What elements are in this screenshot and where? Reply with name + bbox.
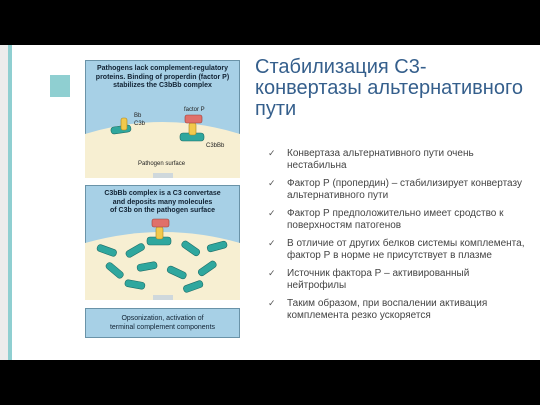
slide-title: Стабилизация С3-конвертазы альтернативно… (255, 56, 523, 120)
figure-arrow-2 (153, 295, 173, 300)
checkmark-icon: ✓ (268, 239, 276, 249)
bullet-text: В отличие от других белков системы компл… (287, 238, 525, 261)
label-c3b: C3b (134, 121, 146, 127)
label-bb: Bb (134, 113, 142, 119)
label-c3bbb: C3bBb (206, 143, 225, 149)
bullet-item: ✓ Фактор Р предположительно имеет сродст… (268, 208, 530, 232)
figure-top-drawing (85, 114, 240, 178)
label-pathogen-surface: Pathogen surface (138, 161, 186, 167)
bullet-text: Конвертаза альтернативного пути очень не… (287, 148, 474, 171)
pathogen-surface-shape (85, 122, 240, 178)
checkmark-icon: ✓ (268, 179, 276, 189)
complement-figure: Pathogens lack complement-regulatory pro… (85, 60, 240, 345)
accent-tab (50, 75, 70, 97)
figure-middle-caption: C3bBb complex is a C3 convertase and dep… (104, 190, 221, 214)
top-letterbox (0, 0, 540, 45)
bullet-item: ✓ Фактор Р (пропердин) – стабилизирует к… (268, 178, 530, 202)
bullet-list: ✓ Конвертаза альтернативного пути очень … (268, 148, 530, 328)
checkmark-icon: ✓ (268, 299, 276, 309)
accent-bar (8, 45, 12, 360)
bottom-letterbox (0, 360, 540, 405)
bullet-item: ✓ Конвертаза альтернативного пути очень … (268, 148, 530, 172)
figure-panel-middle: C3bBb complex is a C3 convertase and dep… (85, 185, 240, 300)
bullet-text: Таким образом, при воспалении активация … (287, 298, 488, 321)
checkmark-icon: ✓ (268, 209, 276, 219)
checkmark-icon: ✓ (268, 149, 276, 159)
figure-panel-bottom: Opsonization, activation of terminal com… (85, 308, 240, 338)
bullet-text: Фактор Р предположительно имеет сродство… (287, 208, 504, 231)
figure-arrow-1 (153, 173, 173, 178)
c3b-molecule-left (110, 117, 132, 135)
c3bbb-factor-p-complex (179, 114, 205, 142)
bullet-item: ✓ Источник фактора Р – активированный не… (268, 268, 530, 292)
figure-panel-top: Pathogens lack complement-regulatory pro… (85, 60, 240, 178)
figure-top-caption: Pathogens lack complement-regulatory pro… (95, 65, 230, 89)
label-factor-p: factor P (184, 107, 205, 113)
c3bbb-complex-center (146, 218, 172, 246)
figure-bottom-caption: Opsonization, activation of terminal com… (109, 315, 216, 331)
figure-middle-drawing (85, 218, 240, 300)
deposited-c3b-molecules (96, 240, 228, 293)
bullet-item: ✓ В отличие от других белков системы ком… (268, 238, 530, 262)
bullet-text: Источник фактора Р – активированный нейт… (287, 268, 470, 291)
bullet-text: Фактор Р (пропердин) – стабилизирует кон… (287, 178, 522, 201)
left-decorative-strip (0, 45, 8, 360)
checkmark-icon: ✓ (268, 269, 276, 279)
bullet-item: ✓ Таким образом, при воспалении активаци… (268, 298, 530, 322)
